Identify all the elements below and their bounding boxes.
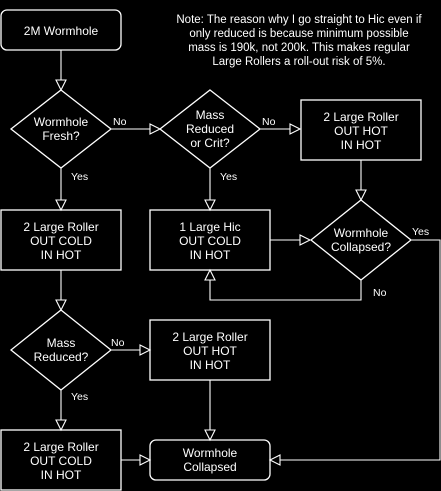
arrowhead xyxy=(268,454,281,466)
arrowhead xyxy=(139,454,152,466)
edge-collapsed-yes xyxy=(280,239,441,461)
edge-collapsed-no xyxy=(209,280,362,301)
node-line: OUT COLD xyxy=(30,454,92,468)
node-line: Fresh? xyxy=(42,129,80,143)
edge-label-reduced-no: No xyxy=(111,337,125,349)
arrowhead xyxy=(149,123,162,135)
node-1-large-hic: 1 Large Hic OUT COLD IN HOT xyxy=(149,209,271,271)
process-shape xyxy=(0,209,122,271)
node-2lr-out-hot-in-hot-bottom: 2 Large Roller OUT HOT IN HOT xyxy=(149,319,271,381)
node-line: Wormhole xyxy=(334,226,389,240)
edge-label-collapsed-yes: Yes xyxy=(412,226,429,238)
node-wormhole-collapsed-decision: Wormhole Collapsed? xyxy=(309,199,413,281)
node-line: 1 Large Hic xyxy=(179,220,240,234)
node-line: OUT HOT xyxy=(334,124,388,138)
node-2lr-out-hot-in-hot-top: 2 Large Roller OUT HOT IN HOT xyxy=(300,99,422,161)
arrowhead xyxy=(204,268,216,281)
arrowhead xyxy=(139,344,152,356)
edge-labels: No Yes No Yes Yes No No Yes xyxy=(71,116,429,403)
process-shape xyxy=(149,319,271,381)
edge-label-fresh-yes: Yes xyxy=(71,171,88,183)
node-line: IN HOT xyxy=(190,248,231,262)
node-line: OUT COLD xyxy=(30,234,92,248)
arrowhead xyxy=(289,123,302,135)
node-line: Reduced? xyxy=(34,350,89,364)
note-text-block: Note: The reason why I go straight to Hi… xyxy=(176,14,422,68)
note-line: only reduced is because minimum possible xyxy=(189,28,408,40)
arrowhead xyxy=(299,234,312,246)
node-line: Mass xyxy=(196,108,225,122)
node-line: IN HOT xyxy=(41,468,82,482)
edge-label-crit-no: No xyxy=(262,116,276,128)
node-line: Mass xyxy=(47,336,76,350)
node-line: IN HOT xyxy=(341,138,382,152)
arrowhead xyxy=(55,199,67,212)
node-line: IN HOT xyxy=(41,248,82,262)
node-line: Collapsed xyxy=(183,460,236,474)
arrowhead xyxy=(355,189,367,202)
arrowhead xyxy=(55,79,67,92)
node-line: Collapsed? xyxy=(331,240,391,254)
node-line: 2M Wormhole xyxy=(24,24,99,38)
note-line: mass is 190k, not 200k. This makes regul… xyxy=(188,42,410,54)
node-wormhole-fresh-decision: Wormhole Fresh? xyxy=(9,89,113,169)
arrowhead xyxy=(204,429,216,442)
edge-label-fresh-no: No xyxy=(113,116,127,128)
decision-shape xyxy=(9,309,113,391)
node-line: Reduced xyxy=(186,122,234,136)
node-line: 2 Large Roller xyxy=(172,330,247,344)
node-line: Wormhole xyxy=(34,115,89,129)
decision-shape xyxy=(158,89,262,169)
decision-shape xyxy=(9,89,113,169)
edges xyxy=(55,50,441,466)
node-line: IN HOT xyxy=(190,358,231,372)
decision-shape xyxy=(309,199,413,281)
node-line: OUT COLD xyxy=(179,234,241,248)
node-line: or Crit? xyxy=(190,136,230,150)
node-2lr-out-cold-in-hot-bottom: 2 Large Roller OUT COLD IN HOT xyxy=(0,429,122,491)
arrowhead xyxy=(204,199,216,212)
process-shape xyxy=(300,99,422,161)
process-shape xyxy=(0,429,122,491)
arrowhead xyxy=(55,419,67,432)
node-start: 2M Wormhole xyxy=(0,9,122,51)
node-line: 2 Large Roller xyxy=(323,110,398,124)
note-line: Large Rollers a roll-out risk of 5%. xyxy=(212,56,385,68)
edge-label-collapsed-no: No xyxy=(373,287,387,299)
node-line: 2 Large Roller xyxy=(23,440,98,454)
node-2lr-out-cold-in-hot-top: 2 Large Roller OUT COLD IN HOT xyxy=(0,209,122,271)
node-line: 2 Large Roller xyxy=(23,220,98,234)
edge-label-reduced-yes: Yes xyxy=(71,391,88,403)
node-line: Wormhole xyxy=(183,446,238,460)
process-shape xyxy=(149,209,271,271)
node-wormhole-collapsed-end: Wormhole Collapsed xyxy=(149,439,271,481)
node-mass-reduced-or-crit-decision: Mass Reduced or Crit? xyxy=(158,89,262,169)
edge-label-crit-yes: Yes xyxy=(220,171,237,183)
node-line: OUT HOT xyxy=(183,344,237,358)
arrowhead xyxy=(55,299,67,312)
end-shape xyxy=(149,439,271,481)
start-shape xyxy=(0,9,122,51)
note-line: Note: The reason why I go straight to Hi… xyxy=(176,14,422,26)
node-mass-reduced-decision: Mass Reduced? xyxy=(9,309,113,391)
